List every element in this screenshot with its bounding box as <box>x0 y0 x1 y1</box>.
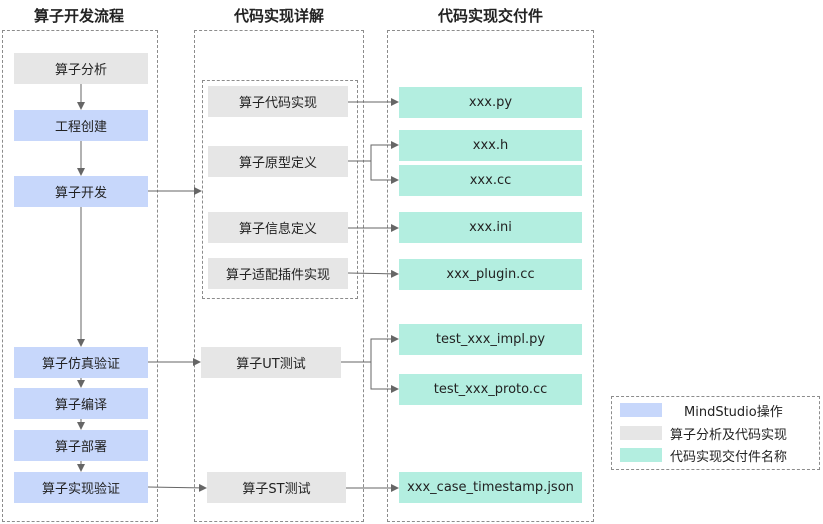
step-sim-verify: 算子仿真验证 <box>14 347 148 378</box>
detail-proto-def: 算子原型定义 <box>208 146 348 177</box>
legend-swatch-teal <box>620 448 662 462</box>
detail-column-frame <box>194 30 364 522</box>
deliverable-timestamp-json: xxx_case_timestamp.json <box>399 472 582 503</box>
detail-info-def: 算子信息定义 <box>208 212 348 243</box>
step-develop: 算子开发 <box>14 176 148 207</box>
detail-code-impl: 算子代码实现 <box>208 86 348 117</box>
step-project-create: 工程创建 <box>14 110 148 141</box>
deliverable-impl-test: test_xxx_impl.py <box>399 324 582 355</box>
deliverable-cc: xxx.cc <box>399 165 582 196</box>
deliverable-ini: xxx.ini <box>399 212 582 243</box>
deliverable-proto-test: test_xxx_proto.cc <box>399 374 582 405</box>
legend-row-mindstudio: MindStudio操作 <box>620 402 783 420</box>
legend-label-deliverable-name: 代码实现交付件名称 <box>670 449 788 465</box>
detail-column-title: 代码实现详解 <box>233 7 324 25</box>
detail-ut-test: 算子UT测试 <box>201 347 341 378</box>
process-column-frame <box>2 30 158 522</box>
deliverable-py: xxx.py <box>399 87 582 118</box>
step-compile: 算子编译 <box>14 388 148 419</box>
legend-label-analysis-impl: 算子分析及代码实现 <box>670 427 788 443</box>
detail-plugin-impl: 算子适配插件实现 <box>208 258 348 289</box>
legend: MindStudio操作 算子分析及代码实现 代码实现交付件名称 <box>611 396 820 470</box>
legend-label-mindstudio: MindStudio操作 <box>684 404 783 420</box>
process-column-title: 算子开发流程 <box>33 7 124 25</box>
legend-row-analysis-impl: 算子分析及代码实现 <box>620 425 788 443</box>
step-real-verify: 算子实现验证 <box>14 472 148 503</box>
deliverable-plugin: xxx_plugin.cc <box>399 259 582 290</box>
deliverable-column-title: 代码实现交付件 <box>437 7 543 25</box>
step-deploy: 算子部署 <box>14 430 148 461</box>
deliverable-h: xxx.h <box>399 130 582 161</box>
code-impl-group-frame <box>202 80 358 299</box>
legend-row-deliverable-name: 代码实现交付件名称 <box>620 447 788 465</box>
step-analysis: 算子分析 <box>14 53 148 84</box>
legend-swatch-gray <box>620 426 662 440</box>
deliverable-column-frame <box>387 30 594 522</box>
detail-st-test: 算子ST测试 <box>207 472 346 503</box>
legend-swatch-blue <box>620 403 662 417</box>
